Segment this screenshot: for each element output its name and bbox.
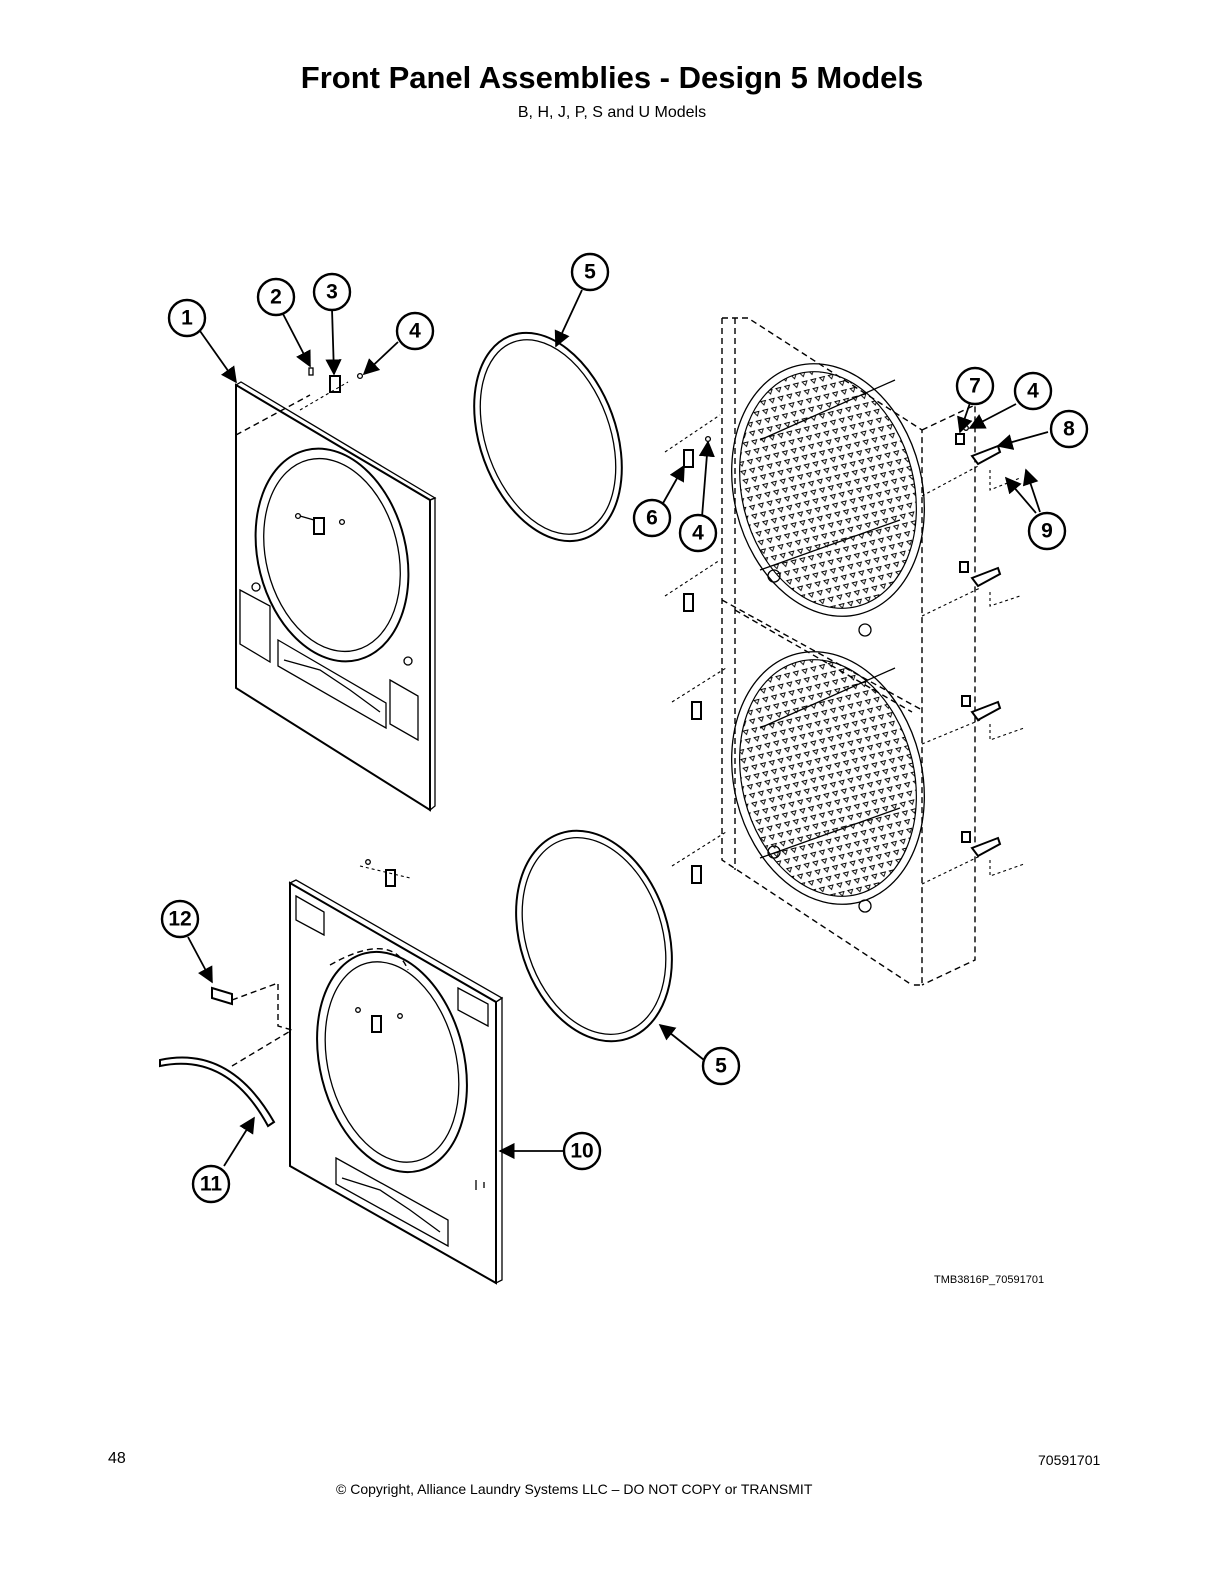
page-subtitle: B, H, J, P, S and U Models	[517, 104, 707, 121]
callout-label: 8	[1063, 418, 1075, 441]
copyright-notice: © Copyright, Alliance Laundry Systems LL…	[336, 1481, 813, 1497]
upper-front-panel	[234, 381, 437, 812]
page-title: Front Panel Assemblies - Design 5 Models	[300, 60, 924, 95]
callout-4-upper-hinge: 4	[395, 311, 435, 351]
callout-4-cabinet-left: 4	[678, 513, 718, 553]
callout-7: 7	[955, 366, 995, 406]
parts-2-3-4-hinge-set	[299, 367, 364, 411]
callout-2: 2	[256, 277, 296, 317]
callout-label: 5	[584, 261, 596, 284]
callout-label: 4	[409, 320, 421, 343]
figure-code: TMB3816P_70591701	[934, 1274, 1045, 1286]
door-trim-strip	[159, 1029, 293, 1128]
leader-lines	[187, 289, 1049, 1167]
callout-label: 6	[646, 507, 658, 530]
callout-label: 2	[270, 286, 282, 309]
cabinet-right-latches	[921, 425, 1025, 885]
callout-4-cabinet-right: 4	[1013, 371, 1053, 411]
callout-1: 1	[167, 298, 207, 338]
callout-label: 4	[692, 522, 704, 545]
callout-9: 9	[1027, 511, 1067, 551]
door-label-part	[211, 981, 293, 1031]
lower-front-panel	[288, 859, 504, 1285]
callout-label: 5	[715, 1055, 727, 1078]
callout-label: 7	[969, 375, 981, 398]
callout-label: 3	[326, 281, 338, 304]
callout-5-lower-gasket: 5	[701, 1046, 741, 1086]
document-number: 70591701	[1038, 1452, 1101, 1468]
callout-11: 11	[191, 1164, 231, 1204]
upper-door-gasket	[473, 331, 623, 543]
cabinet-left-brackets	[664, 414, 727, 884]
lower-door-gasket	[515, 829, 673, 1043]
callout-10: 10	[562, 1131, 602, 1171]
upper-panel-hinge-bracket	[294, 512, 346, 535]
callout-8: 8	[1049, 409, 1089, 449]
page-number: 48	[108, 1450, 126, 1467]
callout-label: 10	[570, 1140, 593, 1163]
callout-label: 1	[181, 307, 193, 330]
callout-12: 12	[160, 899, 200, 939]
callout-label: 12	[168, 908, 191, 931]
callout-5-upper-gasket: 5	[570, 252, 610, 292]
callout-label: 11	[200, 1173, 223, 1196]
callout-label: 9	[1041, 520, 1053, 543]
dryer-cabinet	[721, 317, 976, 986]
callout-6: 6	[632, 498, 672, 538]
callout-3: 3	[312, 272, 352, 312]
callout-label: 4	[1027, 380, 1039, 403]
